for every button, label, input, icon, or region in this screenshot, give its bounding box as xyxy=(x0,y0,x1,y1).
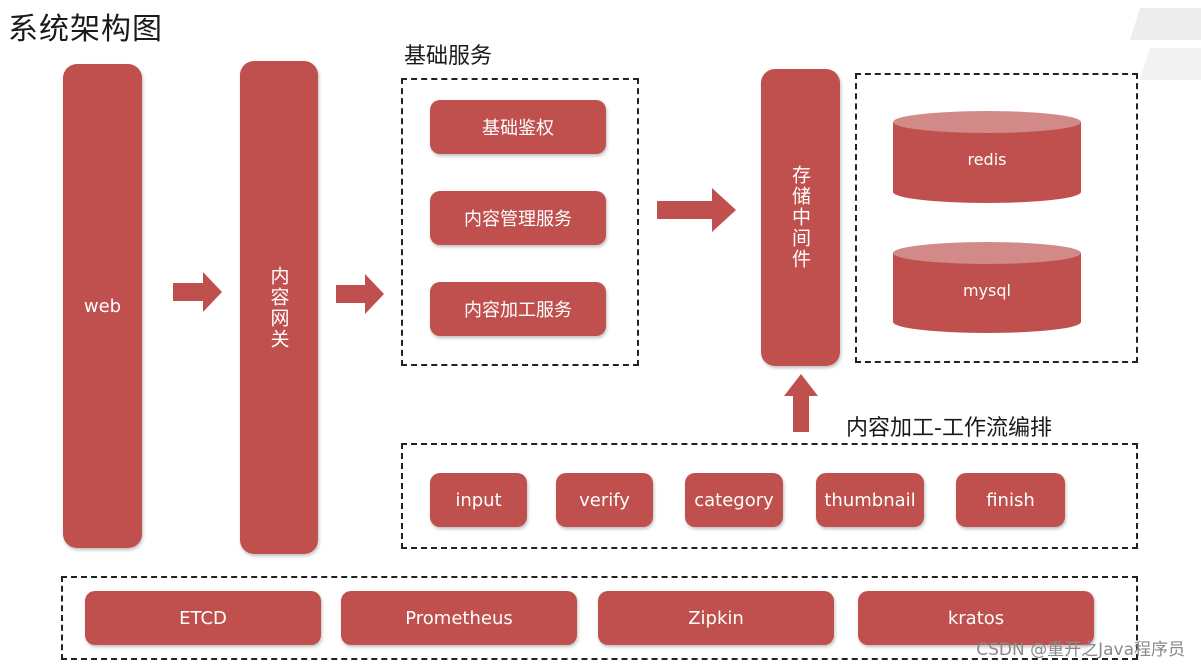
arrow-workflow-to-storage xyxy=(784,374,818,432)
workflow-label: 内容加工-工作流编排 xyxy=(846,416,1052,441)
infra-etcd: ETCD xyxy=(85,591,321,645)
step-finish: finish xyxy=(956,473,1065,527)
arrow-web-to-gateway xyxy=(173,272,222,312)
service-content-processing: 内容加工服务 xyxy=(430,282,606,336)
database-group xyxy=(855,73,1138,363)
step-finish-label: finish xyxy=(986,489,1035,511)
workflow-group xyxy=(401,443,1138,549)
infra-kratos: kratos xyxy=(858,591,1094,645)
redis-label: redis xyxy=(967,150,1007,169)
step-input-label: input xyxy=(455,489,502,511)
infra-zipkin: Zipkin xyxy=(598,591,834,645)
step-verify-label: verify xyxy=(579,489,630,511)
mysql-label: mysql xyxy=(963,281,1011,300)
infra-kratos-label: kratos xyxy=(947,607,1005,629)
base-services-label: 基础服务 xyxy=(404,44,493,69)
arrow-services-to-storage xyxy=(657,188,736,232)
web-block: web xyxy=(63,64,142,548)
step-input: input xyxy=(430,473,527,527)
infra-prometheus: Prometheus xyxy=(341,591,577,645)
step-thumbnail-label: thumbnail xyxy=(824,489,916,511)
storage-middleware-label: 存储中间件 xyxy=(789,165,811,270)
page-title: 系统架构图 xyxy=(8,12,163,47)
step-thumbnail: thumbnail xyxy=(816,473,924,527)
step-category-label: category xyxy=(694,489,774,511)
infra-prometheus-label: Prometheus xyxy=(405,607,513,629)
service-content-processing-label: 内容加工服务 xyxy=(464,300,572,321)
watermark: CSDN @重开之Java程序员 xyxy=(976,640,1185,660)
storage-middleware-block: 存储中间件 xyxy=(761,69,840,366)
service-content-mgmt: 内容管理服务 xyxy=(430,191,606,245)
service-content-mgmt-label: 内容管理服务 xyxy=(464,209,572,230)
infra-zipkin-label: Zipkin xyxy=(688,607,744,629)
db-redis-shape xyxy=(893,111,1081,203)
step-category: category xyxy=(685,473,783,527)
web-label: web xyxy=(83,295,122,317)
service-auth-label: 基础鉴权 xyxy=(482,118,554,139)
step-verify: verify xyxy=(556,473,653,527)
gateway-label: 内容网关 xyxy=(267,265,290,350)
gateway-block: 内容网关 xyxy=(240,61,318,554)
db-mysql-shape xyxy=(893,242,1081,333)
corner-logo xyxy=(1130,8,1201,80)
base-services-group xyxy=(401,78,639,366)
infra-etcd-label: ETCD xyxy=(179,607,227,629)
service-auth: 基础鉴权 xyxy=(430,100,606,154)
arrow-gateway-to-services xyxy=(336,274,384,314)
infra-group xyxy=(61,576,1138,660)
